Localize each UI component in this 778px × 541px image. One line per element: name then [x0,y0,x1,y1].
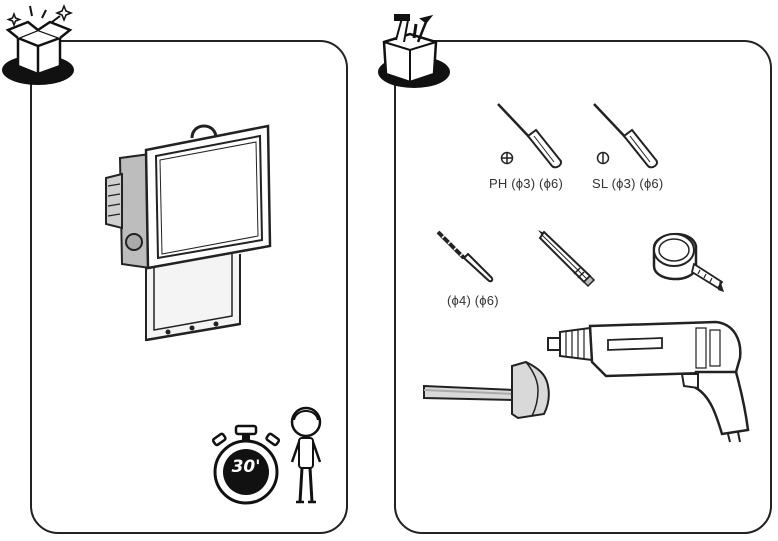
power-drill-icon [547,320,750,443]
stopwatch-icon [211,424,281,505]
drill-bits-label: (ϕ4) (ϕ6) [447,293,499,308]
tools-required-panel [394,40,772,534]
slotted-head-icon [596,151,610,165]
open-box-icon [2,3,74,85]
slotted-screwdriver-label: SL (ϕ3) (ϕ6) [592,176,664,191]
slotted-screwdriver-icon [593,103,658,169]
install-time-label: 30' [231,457,261,477]
phillips-screwdriver-icon [497,103,562,169]
drill-bit-icon [436,230,494,283]
hammer-icon [423,360,550,420]
toolbox-icon [378,14,450,88]
tape-measure-icon [652,232,724,292]
person-icon [290,406,322,504]
phillips-head-icon [500,151,514,165]
phillips-screwdriver-label: PH (ϕ3) (ϕ6) [489,176,564,191]
floodlight-icon [105,124,272,342]
pencil-icon [538,230,596,288]
